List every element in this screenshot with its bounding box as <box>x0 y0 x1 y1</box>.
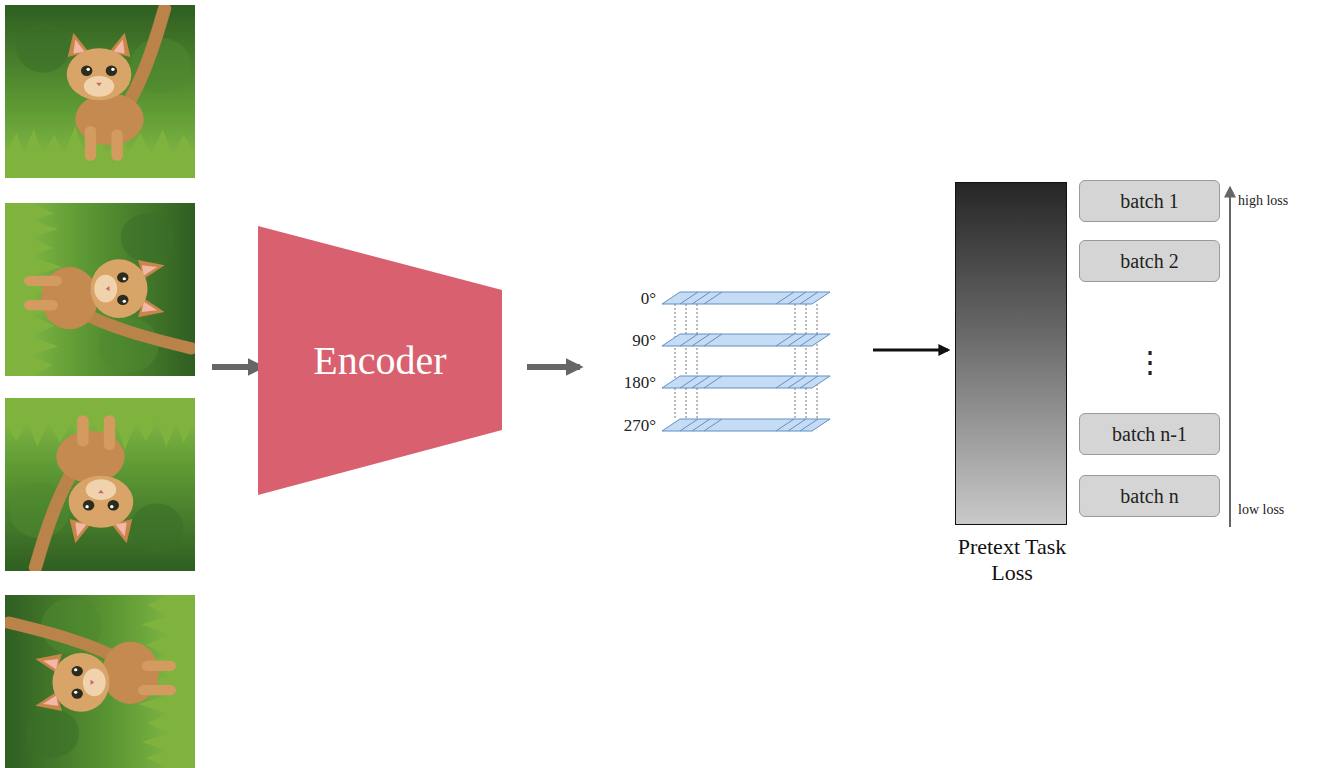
kitten-image <box>5 398 195 571</box>
flow-arrow <box>527 364 580 370</box>
flow-arrow <box>873 349 948 352</box>
loss-caption: Pretext Task Loss <box>942 534 1082 587</box>
flow-arrow <box>212 364 262 370</box>
angle-label: 0° <box>600 290 656 307</box>
angle-label: 90° <box>600 332 656 349</box>
batch-box: batch 1 <box>1079 180 1220 222</box>
angle-label: 180° <box>600 374 656 391</box>
kitten-image <box>5 5 195 178</box>
axis-label: high loss <box>1238 194 1318 208</box>
batch-label: batch n-1 <box>1112 423 1187 446</box>
kitten-image <box>5 595 195 768</box>
feature-vectors <box>662 292 830 431</box>
loss-axis-arrow <box>1229 188 1231 527</box>
batch-box: batch n <box>1079 475 1220 517</box>
axis-label: low loss <box>1238 503 1318 517</box>
batch-label: batch 1 <box>1120 190 1178 213</box>
batch-box: batch 2 <box>1079 240 1220 282</box>
encoder-trapezoid: Encoder <box>258 226 502 495</box>
loss-bar: Pretext Task Loss <box>955 182 1067 525</box>
batch-box: batch n-1 <box>1079 413 1220 455</box>
encoder-label: Encoder <box>313 337 446 384</box>
kitten-image <box>5 203 195 376</box>
ellipsis: ⋮ <box>1130 347 1170 377</box>
batch-label: batch n <box>1120 485 1178 508</box>
batch-label: batch 2 <box>1120 250 1178 273</box>
angle-label: 270° <box>600 417 656 434</box>
